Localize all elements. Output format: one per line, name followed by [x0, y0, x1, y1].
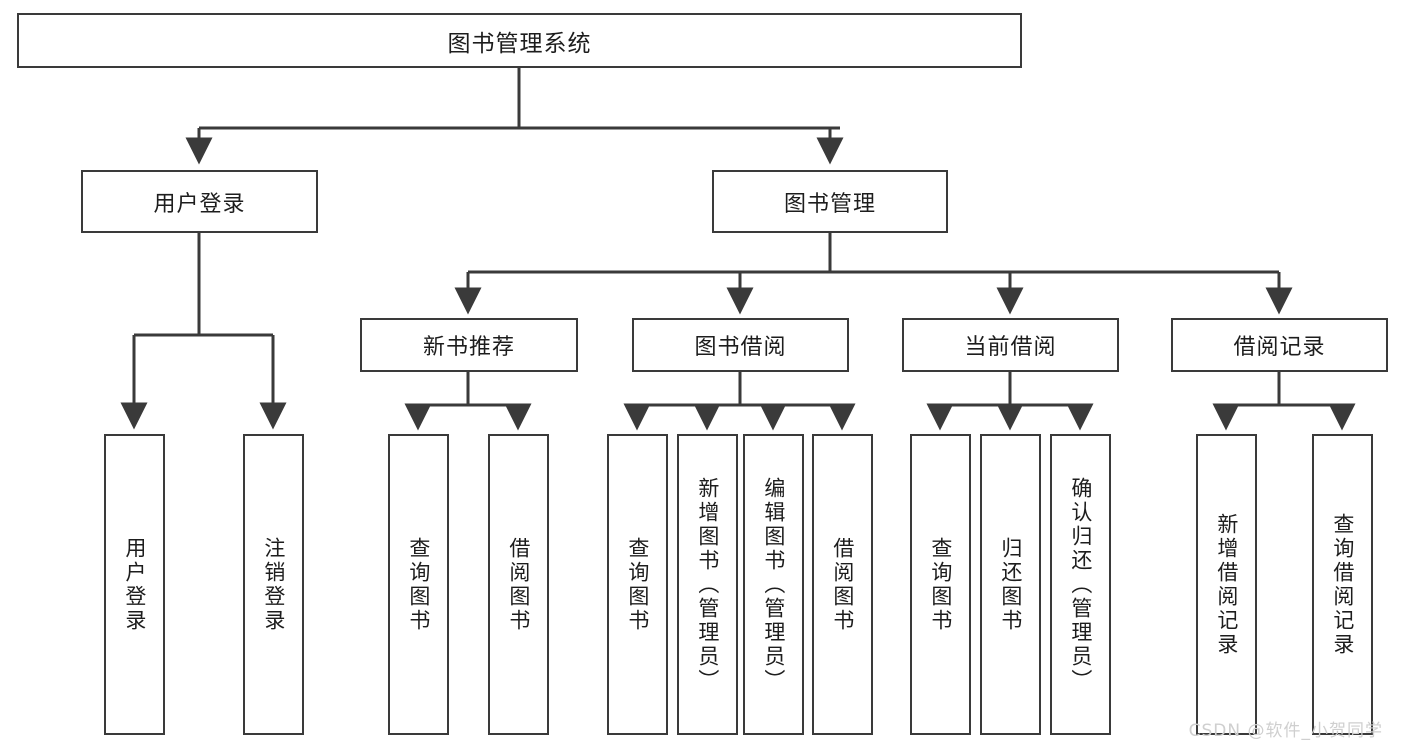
leaf-query-book-1[interactable]: 查询图书 [388, 434, 449, 735]
node-new-book-recommend[interactable]: 新书推荐 [360, 318, 578, 372]
node-label: 新增图书（管理员） [695, 476, 720, 693]
node-book-management[interactable]: 图书管理 [712, 170, 948, 233]
node-label: 图书管理系统 [447, 30, 592, 57]
node-root-system[interactable]: 图书管理系统 [17, 13, 1022, 68]
node-label: 借阅图书 [506, 536, 531, 633]
leaf-add-record[interactable]: 新增借阅记录 [1196, 434, 1257, 735]
node-label: 借阅记录 [1233, 335, 1326, 360]
node-label: 注销登录 [261, 536, 286, 633]
node-label: 确认归还（管理员） [1068, 476, 1093, 693]
node-label: 新增借阅记录 [1214, 512, 1239, 657]
node-label: 当前借阅 [964, 335, 1057, 360]
node-book-borrow[interactable]: 图书借阅 [632, 318, 849, 372]
node-label: 借阅图书 [830, 536, 855, 633]
node-label: 图书管理 [783, 191, 876, 217]
node-label: 归还图书 [998, 536, 1023, 633]
leaf-add-book[interactable]: 新增图书（管理员） [677, 434, 738, 735]
node-borrow-record[interactable]: 借阅记录 [1171, 318, 1388, 372]
leaf-query-record[interactable]: 查询借阅记录 [1312, 434, 1373, 735]
node-label: 查询图书 [406, 536, 431, 633]
leaf-edit-book[interactable]: 编辑图书（管理员） [743, 434, 804, 735]
node-user-login[interactable]: 用户登录 [81, 170, 318, 233]
watermark: CSDN @软件_小贺同学 [1188, 721, 1383, 741]
leaf-confirm-return[interactable]: 确认归还（管理员） [1050, 434, 1111, 735]
node-label: 用户登录 [122, 536, 147, 633]
leaf-return-book[interactable]: 归还图书 [980, 434, 1041, 735]
node-label: 查询借阅记录 [1330, 512, 1355, 657]
leaf-query-book-2[interactable]: 查询图书 [607, 434, 668, 735]
node-label: 新书推荐 [422, 335, 515, 360]
leaf-query-book-3[interactable]: 查询图书 [910, 434, 971, 735]
node-label: 查询图书 [625, 536, 650, 633]
leaf-borrow-book-2[interactable]: 借阅图书 [812, 434, 873, 735]
node-current-borrow[interactable]: 当前借阅 [902, 318, 1119, 372]
node-label: 编辑图书（管理员） [761, 476, 786, 693]
leaf-borrow-book-1[interactable]: 借阅图书 [488, 434, 549, 735]
leaf-logout-login[interactable]: 注销登录 [243, 434, 304, 735]
node-label: 图书借阅 [694, 335, 787, 360]
node-label: 查询图书 [928, 536, 953, 633]
leaf-user-login[interactable]: 用户登录 [104, 434, 165, 735]
node-label: 用户登录 [153, 191, 246, 217]
